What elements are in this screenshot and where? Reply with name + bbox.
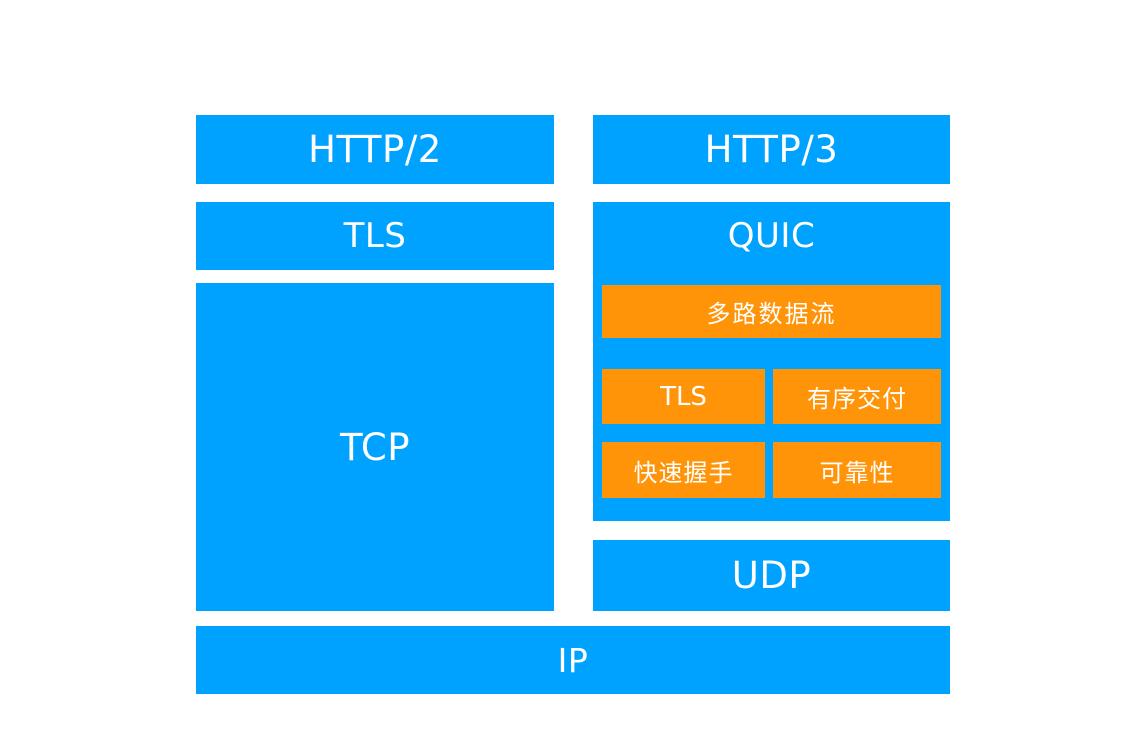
quic-feature-tls: TLS [602,369,765,424]
layer-quic: QUIC 多路数据流 TLS 有序交付 快速握手 可靠性 [593,202,950,521]
quic-feature-ordered-delivery: 有序交付 [773,369,941,424]
layer-tcp: TCP [196,283,554,611]
layer-http3: HTTP/3 [593,115,950,184]
layer-udp: UDP [593,540,950,611]
layer-quic-label: QUIC [727,216,816,256]
layer-tls-left: TLS [196,202,554,270]
layer-ip: IP [196,626,950,694]
quic-feature-fast-handshake: 快速握手 [602,442,765,498]
quic-feature-reliability: 可靠性 [773,442,941,498]
layer-http2: HTTP/2 [196,115,554,184]
quic-feature-multiplexed-streams: 多路数据流 [602,285,941,338]
